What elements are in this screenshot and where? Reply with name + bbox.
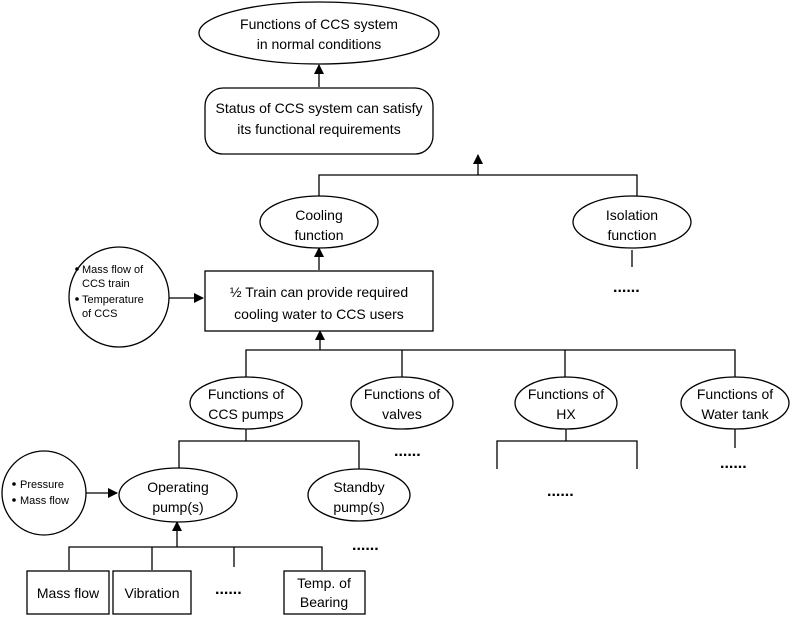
ellipsis-markers: ...... ...... ...... ...... ...... .....… (215, 279, 747, 598)
pump-indicators-circle: Pressure Mass flow (1, 450, 87, 536)
train-indicator-line-1: Mass flow of (82, 264, 144, 276)
connector-hx-bracket (496, 440, 638, 469)
hx-label-line-1: Functions of (528, 386, 604, 402)
connector-components-bracket (245, 349, 736, 378)
connector-pumps-bracket (178, 440, 360, 469)
water-tank-function-node: Functions of Water tank (680, 376, 790, 430)
train-label-line-1: ½ Train can provide required (230, 284, 408, 300)
leaf-mass-flow-label: Mass flow (37, 585, 100, 601)
leaf-temp-bearing-line-2: Bearing (300, 594, 348, 610)
goal-node: Functions of CCS system in normal condit… (198, 1, 440, 65)
status-label-line-1: Status of CCS system can satisfy (216, 100, 423, 116)
pump-indicator-pressure: Pressure (20, 479, 64, 491)
valves-label-line-2: valves (382, 406, 422, 422)
goal-label-line-1: Functions of CCS system (240, 16, 398, 32)
leaf-temp-bearing: Temp. of Bearing (283, 570, 366, 615)
isolation-label-line-1: Isolation (606, 207, 658, 223)
isolation-function-node: Isolation function (572, 195, 692, 249)
standby-pumps-node: Standby pump(s) (307, 468, 411, 522)
leaf-vibration-label: Vibration (124, 585, 179, 601)
status-label-line-2: its functional requirements (237, 121, 400, 137)
train-indicator-line-2: CCS train (82, 278, 130, 290)
train-indicators-circle: Mass flow of CCS train Temperature of CC… (68, 246, 170, 348)
connector-functions-bracket (318, 174, 638, 197)
standby-label-line-2: pump(s) (333, 499, 384, 515)
pump-indicator-mass-flow: Mass flow (20, 495, 69, 507)
leaf-vibration: Vibration (112, 570, 192, 615)
train-label-line-2: cooling water to CCS users (234, 306, 404, 322)
operating-pumps-node: Operating pump(s) (118, 467, 238, 523)
cooling-label-line-2: function (294, 227, 343, 243)
ellipsis-water-tank: ...... (720, 455, 747, 472)
ellipsis-leaves: ...... (215, 581, 242, 598)
water-tank-label-line-1: Functions of (697, 386, 773, 402)
cooling-function-node: Cooling function (259, 195, 379, 249)
cooling-label-line-1: Cooling (295, 207, 342, 223)
connector-leaves-bracket (68, 546, 323, 570)
ellipsis-valves: ...... (394, 443, 421, 460)
connectors (68, 64, 736, 570)
status-node: Status of CCS system can satisfy its fun… (204, 87, 434, 155)
standby-label-line-1: Standby (333, 479, 384, 495)
operating-label-line-2: pump(s) (152, 499, 203, 515)
ellipsis-standby: ...... (352, 537, 379, 554)
pumps-label-line-1: Functions of (208, 386, 284, 402)
pumps-function-node: Functions of CCS pumps (189, 376, 303, 430)
train-indicator-line-4: of CCS (82, 308, 117, 320)
ellipsis-hx: ...... (547, 483, 574, 500)
valves-function-node: Functions of valves (350, 376, 454, 430)
pumps-label-line-2: CCS pumps (208, 406, 283, 422)
valves-label-line-1: Functions of (364, 386, 440, 402)
train-node: ½ Train can provide required cooling wat… (204, 270, 434, 332)
leaf-mass-flow: Mass flow (26, 570, 110, 615)
operating-label-line-1: Operating (147, 479, 208, 495)
hx-label-line-2: HX (556, 406, 576, 422)
water-tank-label-line-2: Water tank (701, 406, 769, 422)
goal-label-line-2: in normal conditions (257, 36, 382, 52)
ellipsis-isolation: ...... (613, 279, 640, 296)
train-indicator-line-3: Temperature (82, 294, 144, 306)
leaf-temp-bearing-line-1: Temp. of (297, 575, 351, 591)
isolation-label-line-2: function (607, 227, 656, 243)
nodes: Functions of CCS system in normal condit… (1, 1, 790, 615)
hx-function-node: Functions of HX (514, 376, 618, 430)
